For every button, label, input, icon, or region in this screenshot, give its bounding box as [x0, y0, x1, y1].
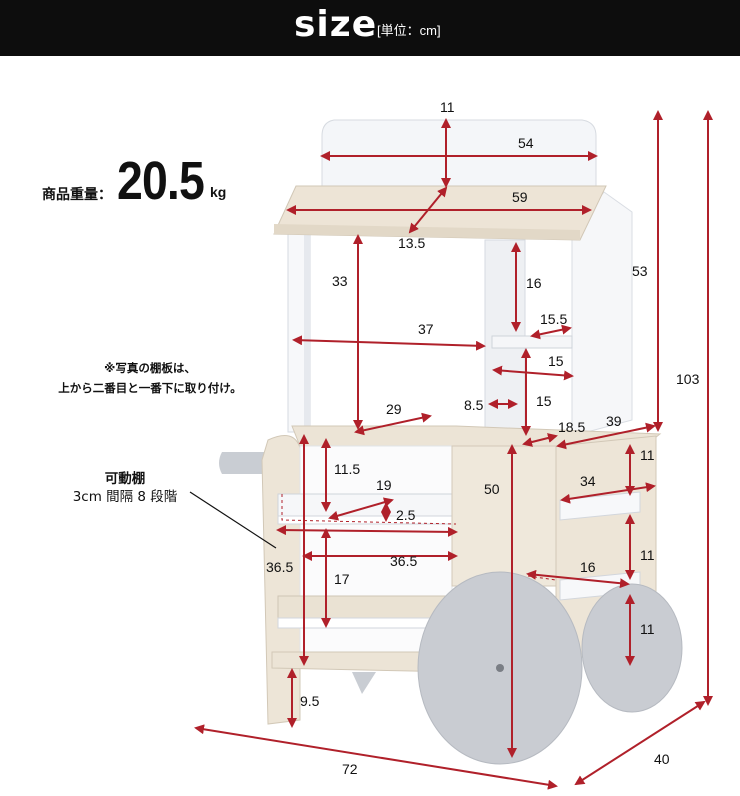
rear-foot — [352, 672, 376, 694]
dim-right-shelf-width: 34 — [580, 473, 596, 489]
dim-bottom-clearance: 9.5 — [300, 693, 320, 709]
dim-shelf-step: 2.5 — [396, 507, 416, 523]
dim-sign-width: 54 — [518, 135, 534, 151]
sign-board — [321, 119, 597, 187]
note-line-1: ※写真の棚板は、 — [104, 361, 196, 375]
arrow-roof-depth — [408, 186, 448, 234]
dim-roof-width: 59 — [512, 189, 528, 205]
small-shelf — [491, 335, 573, 349]
dim-right-shelf-1: 11 — [640, 447, 655, 463]
arrow-right-shelf-width — [560, 482, 656, 504]
arrow-right-shelf-depth — [526, 569, 630, 589]
header-title: size — [294, 4, 378, 45]
weight-value: 20.5 — [117, 151, 205, 211]
shelf-note-line-2: 3cm 間隔 8 段階 — [72, 489, 178, 505]
arrow-small-shelf-depth — [492, 365, 574, 381]
back-wheel — [581, 583, 683, 713]
dim-right-shelf-depth: 16 — [580, 559, 596, 575]
dim-shelf-depth: 19 — [376, 477, 392, 493]
dim-small-shelf-width: 15.5 — [540, 311, 567, 327]
dim-small-shelf-height: 15 — [536, 393, 552, 409]
dim-right-width: 39 — [606, 413, 622, 429]
dim-total-height: 103 — [676, 371, 700, 387]
dim-right-shelf-3: 11 — [640, 621, 655, 637]
arrow-small-shelf-width — [530, 324, 572, 340]
dim-left-width-b: 36.5 — [390, 553, 417, 569]
dim-left-lower-gap: 17 — [334, 571, 350, 587]
dim-left-width-a: 36.5 — [266, 559, 293, 575]
note-line-2: 上から二番目と一番下に取り付け。 — [58, 381, 242, 395]
dimension-labels: 11 54 59 13.5 53 103 33 37 16 15.5 15 15… — [266, 99, 700, 777]
dim-small-shelf-depth: 15 — [548, 353, 564, 369]
arrow-overall-depth — [574, 700, 706, 786]
dim-roof-depth: 13.5 — [398, 235, 425, 251]
dimension-arrows — [189, 110, 713, 790]
header-bar: size [単位：cm] — [0, 0, 740, 56]
dim-upper-height: 53 — [632, 263, 648, 279]
arrow-right-top-depth — [522, 433, 558, 447]
dim-inner-upper-height: 33 — [332, 273, 348, 289]
handle — [219, 452, 266, 474]
shelf-note-line-1: 可動棚 — [104, 471, 146, 487]
dim-sign-thickness: 11 — [440, 99, 455, 115]
dim-overall-width: 72 — [342, 761, 358, 777]
shelf-photo-note: ※写真の棚板は、 上から二番目と一番下に取り付け。 — [20, 358, 280, 398]
dim-counter-height: 50 — [484, 481, 500, 497]
header-unit: [単位：cm] — [377, 23, 441, 38]
stall-drawing — [219, 119, 683, 765]
arrow-inner-upper-width — [292, 335, 486, 351]
arrow-overall-width — [194, 724, 558, 790]
left-side-panel — [261, 435, 301, 725]
dim-pillar-gap: 16 — [526, 275, 542, 291]
dim-right-top-depth: 18.5 — [558, 419, 585, 435]
dim-inner-upper-width: 37 — [418, 321, 434, 337]
leader-shelf-note — [189, 491, 277, 549]
dim-right-shelf-2: 11 — [640, 547, 655, 563]
dim-small-shelf-offset: 8.5 — [464, 397, 484, 413]
dim-left-top-gap: 11.5 — [334, 461, 360, 477]
dim-overall-depth: 40 — [654, 751, 670, 767]
weight-unit: kg — [210, 184, 227, 200]
weight-label: 商品重量： — [42, 187, 112, 203]
dim-shelf-spacing: 29 — [386, 401, 402, 417]
center-column — [451, 445, 559, 587]
arrow-shelf-spacing — [354, 412, 432, 436]
adjustable-shelf-note: 可動棚 3cm 間隔 8 段階 — [40, 470, 210, 506]
arrow-right-width — [556, 422, 656, 450]
